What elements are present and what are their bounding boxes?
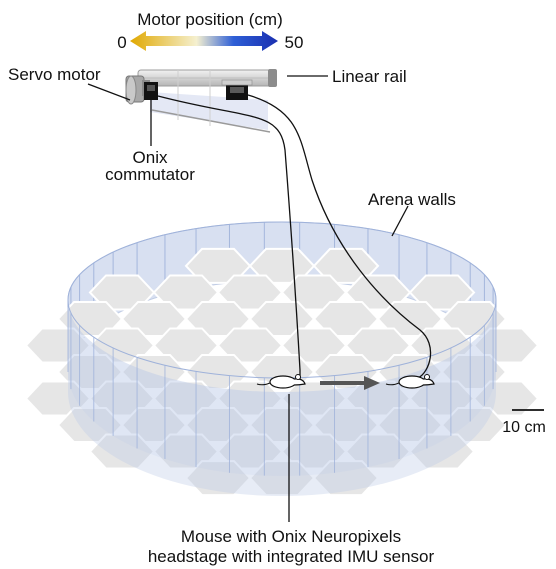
- mouse-label-line1: Mouse with Onix Neuropixels: [181, 527, 401, 546]
- cable-left: [157, 95, 301, 380]
- rail-plate: [150, 92, 268, 130]
- commutator-left: [144, 82, 158, 100]
- servo-motor-label: Servo motor: [8, 65, 101, 84]
- colorbar-arrow: [130, 31, 278, 51]
- leader-servo: [87, 83, 131, 101]
- arena-wall-front: [68, 300, 496, 476]
- scale-bar-label: 10 cm: [502, 419, 546, 436]
- scale-bar: 10 cm: [502, 409, 546, 436]
- commutator-label-line2: commutator: [105, 165, 195, 184]
- arena-walls-label: Arena walls: [368, 190, 456, 209]
- commutator-carriage: [221, 79, 253, 100]
- motor-position-title: Motor position (cm): [137, 10, 282, 29]
- cable-right: [247, 94, 432, 379]
- tether-cables: [157, 94, 432, 380]
- mouse-label-line2: headstage with integrated IMU sensor: [148, 547, 435, 566]
- colorbar-min-label: 0: [117, 33, 126, 52]
- leader-walls: [391, 205, 409, 237]
- floor-tile: [312, 460, 380, 497]
- rail-end-cap: [268, 69, 277, 87]
- linear-rail-label: Linear rail: [332, 67, 407, 86]
- linear-rail-assembly: [125, 69, 277, 133]
- arena: [24, 221, 540, 497]
- mouse-end: [385, 374, 435, 389]
- mouse-start: [256, 374, 306, 389]
- colorbar-max-label: 50: [285, 33, 304, 52]
- movement-arrow: [320, 376, 380, 390]
- motor-position-colorbar: Motor position (cm) 0 50: [117, 10, 303, 52]
- commutator-label-line1: Onix: [133, 148, 168, 167]
- leader-lines: [87, 75, 409, 522]
- floor-tile: [408, 433, 476, 470]
